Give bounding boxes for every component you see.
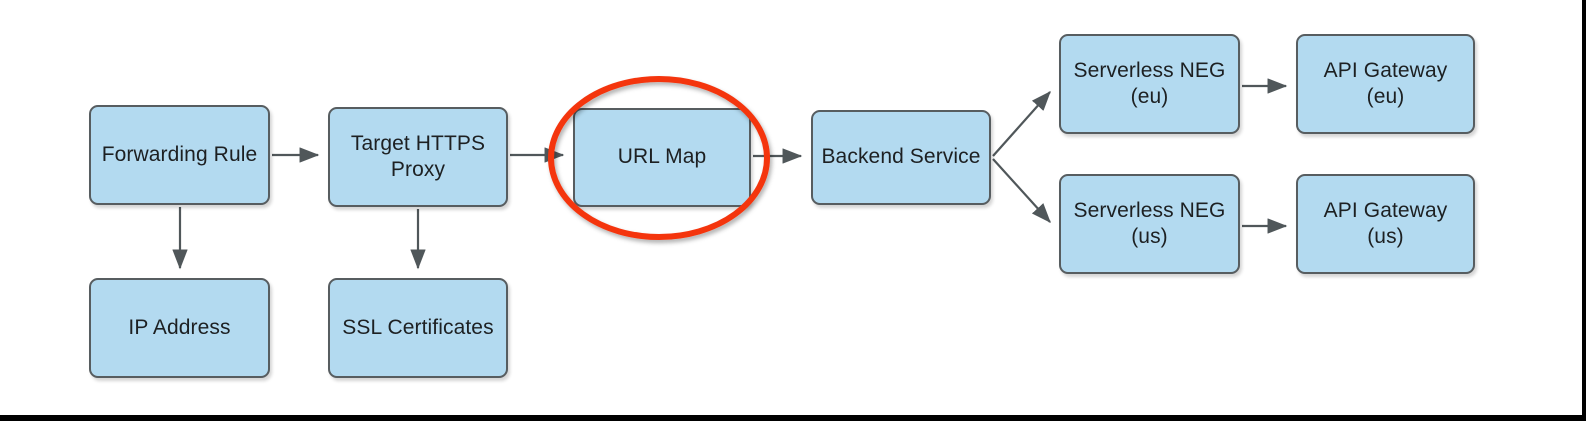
node-label: Target HTTPS Proxy [350,131,486,181]
node-serverless-neg-us[interactable]: Serverless NEG (us) [1059,174,1240,274]
node-label: API Gateway (us) [1323,198,1448,248]
node-api-gateway-eu[interactable]: API Gateway (eu) [1296,34,1475,134]
node-ssl-certificates[interactable]: SSL Certificates [328,278,508,378]
edge-backend-service-to-serverless-neg-eu [992,91,1051,157]
node-label: API Gateway (eu) [1323,58,1448,108]
node-target-https-proxy[interactable]: Target HTTPS Proxy [328,107,508,207]
node-label: SSL Certificates [342,315,494,339]
node-serverless-neg-eu[interactable]: Serverless NEG (eu) [1059,34,1240,134]
node-label: Forwarding Rule [101,142,258,166]
node-url-map[interactable]: URL Map [573,108,751,207]
edge-backend-service-to-serverless-neg-us [992,158,1051,223]
screenshot-right-border [1582,0,1586,421]
node-label: Backend Service [821,145,981,169]
node-label: IP Address [128,315,231,339]
node-label: Serverless NEG (eu) [1073,58,1226,108]
node-api-gateway-us[interactable]: API Gateway (us) [1296,174,1475,274]
node-backend-service[interactable]: Backend Service [811,110,991,205]
screenshot-bottom-border [0,415,1586,421]
node-label: Serverless NEG (us) [1073,198,1226,248]
node-label: URL Map [617,145,707,169]
node-ip-address[interactable]: IP Address [89,278,270,378]
node-forwarding-rule[interactable]: Forwarding Rule [89,105,270,205]
